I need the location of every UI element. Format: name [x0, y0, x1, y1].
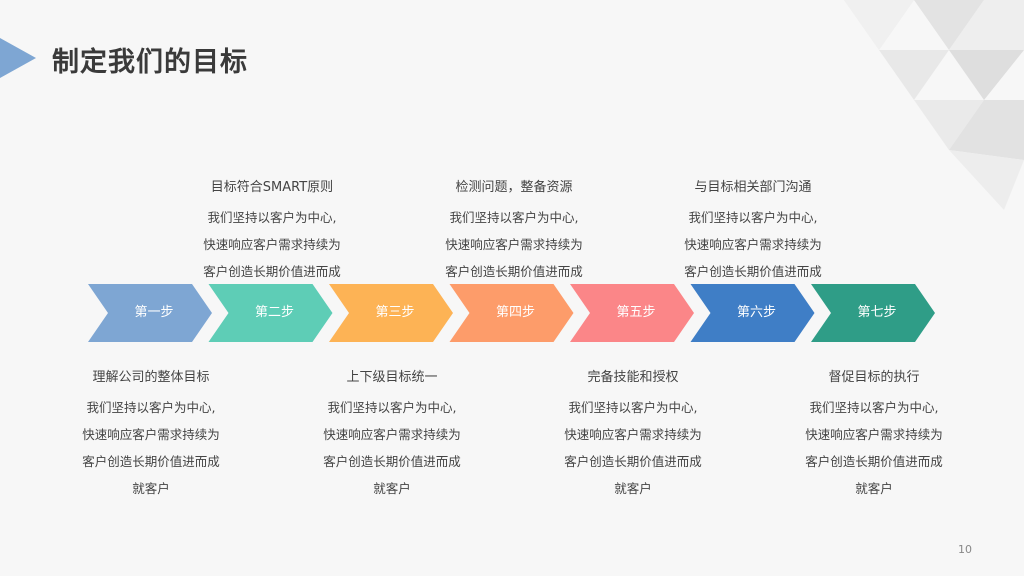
- bottom-block-2: 上下级目标统一 我们坚持以客户为中心, 快速响应客户需求持续为 客户创造长期价值…: [287, 366, 497, 502]
- top-block-3: 与目标相关部门沟通 我们坚持以客户为中心, 快速响应客户需求持续为 客户创造长期…: [648, 176, 858, 285]
- step-label-2: 第二步: [254, 305, 294, 320]
- step-label-1: 第一步: [134, 305, 174, 320]
- step-label-5: 第五步: [616, 305, 656, 320]
- bottom-block-3: 完备技能和授权 我们坚持以客户为中心, 快速响应客户需求持续为 客户创造长期价值…: [528, 366, 738, 502]
- step-chevron-6: [690, 284, 815, 342]
- bottom-block-1: 理解公司的整体目标 我们坚持以客户为中心, 快速响应客户需求持续为 客户创造长期…: [46, 366, 256, 502]
- step-label-6: 第六步: [736, 305, 776, 320]
- page-number: 10: [958, 543, 972, 556]
- block-text: 我们坚持以客户为中心, 快速响应客户需求持续为 客户创造长期价值进而成 就客户: [564, 400, 702, 496]
- step-label-4: 第四步: [495, 305, 535, 320]
- step-label-7: 第七步: [857, 305, 897, 320]
- step-chevron-3: [329, 284, 453, 342]
- block-heading: 督促目标的执行: [828, 370, 920, 385]
- block-text: 我们坚持以客户为中心, 快速响应客户需求持续为 客户创造长期价值进而成 就客户: [805, 400, 943, 496]
- step-chevron-7: [811, 284, 935, 342]
- block-heading: 理解公司的整体目标: [92, 370, 210, 385]
- step-chevron-4: [449, 284, 574, 342]
- block-text: 我们坚持以客户为中心, 快速响应客户需求持续为 客户创造长期价值进而成: [684, 210, 822, 279]
- block-heading: 完备技能和授权: [587, 370, 679, 385]
- step-chevron-bar: [88, 284, 935, 342]
- step-chevron-2: [208, 284, 333, 342]
- block-heading: 检测问题，整备资源: [455, 180, 573, 195]
- block-heading: 上下级目标统一: [346, 370, 438, 385]
- page-title: 制定我们的目标: [52, 47, 248, 78]
- title-arrow-icon: [0, 38, 36, 78]
- block-text: 我们坚持以客户为中心, 快速响应客户需求持续为 客户创造长期价值进而成: [445, 210, 583, 279]
- step-chevron-1: [88, 284, 212, 342]
- block-heading: 目标符合SMART原则: [210, 180, 334, 195]
- top-block-2: 检测问题，整备资源 我们坚持以客户为中心, 快速响应客户需求持续为 客户创造长期…: [409, 176, 619, 285]
- block-text: 我们坚持以客户为中心, 快速响应客户需求持续为 客户创造长期价值进而成 就客户: [323, 400, 461, 496]
- top-block-1: 目标符合SMART原则 我们坚持以客户为中心, 快速响应客户需求持续为 客户创造…: [167, 176, 377, 285]
- step-label-3: 第三步: [375, 305, 415, 320]
- step-chevron-5: [570, 284, 694, 342]
- bottom-block-4: 督促目标的执行 我们坚持以客户为中心, 快速响应客户需求持续为 客户创造长期价值…: [769, 366, 979, 502]
- block-text: 我们坚持以客户为中心, 快速响应客户需求持续为 客户创造长期价值进而成 就客户: [82, 400, 220, 496]
- decorative-triangle-pattern: [844, 0, 1024, 210]
- block-text: 我们坚持以客户为中心, 快速响应客户需求持续为 客户创造长期价值进而成: [203, 210, 341, 279]
- block-heading: 与目标相关部门沟通: [694, 180, 812, 195]
